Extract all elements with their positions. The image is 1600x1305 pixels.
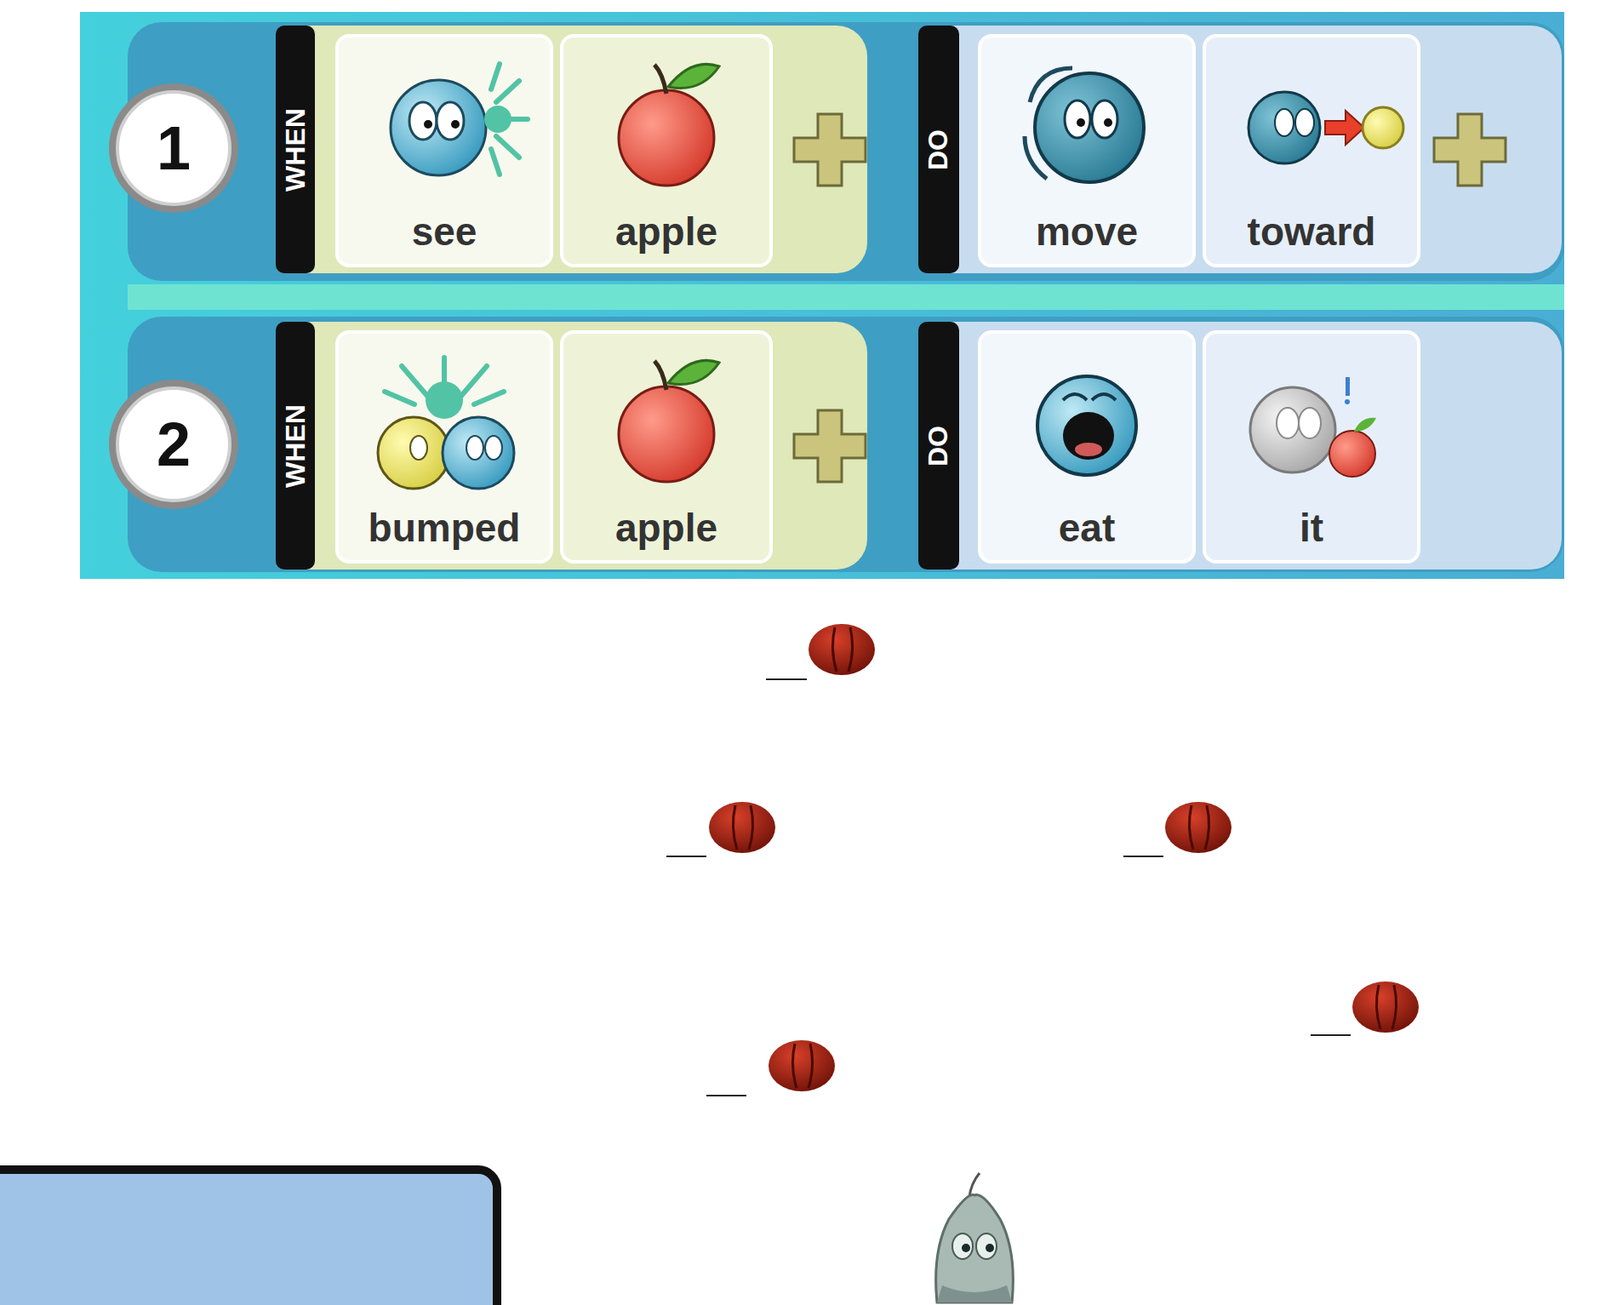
tile-label: apple: [615, 506, 718, 550]
do-panel: DO eat it: [918, 321, 1562, 570]
rule-number: 1: [107, 81, 240, 215]
modifier-tile: it: [1204, 331, 1419, 562]
tile-label: toward: [1247, 210, 1377, 254]
callout-number: 2: [156, 413, 191, 475]
tile-label: see: [411, 210, 478, 254]
rule-heading: DO: [924, 129, 952, 171]
filter-tile: apple: [561, 35, 772, 266]
tile-label: eat: [1058, 506, 1115, 550]
tile-label: apple: [615, 210, 718, 254]
when-panel: WHEN see apple: [275, 25, 868, 274]
actuator-tile: move: [979, 35, 1195, 266]
modifier-tile: toward: [1204, 35, 1419, 266]
tile-label: it: [1299, 506, 1324, 550]
tile-label: move: [1035, 210, 1138, 254]
do-panel: DO move toward: [918, 25, 1562, 274]
callout-number: 1: [156, 117, 191, 179]
actuator-tile: eat: [979, 331, 1195, 562]
tile-label: bumped: [368, 506, 521, 550]
when-panel: WHEN bumped apple: [275, 321, 868, 570]
sensor-tile: see: [337, 35, 552, 266]
filter-tile: apple: [561, 331, 772, 562]
rule-heading: WHEN: [281, 404, 309, 488]
rule-heading: WHEN: [281, 108, 309, 192]
sensor-tile: bumped: [337, 331, 552, 562]
rule-number: 2: [107, 377, 240, 511]
rule-heading: DO: [924, 425, 952, 467]
